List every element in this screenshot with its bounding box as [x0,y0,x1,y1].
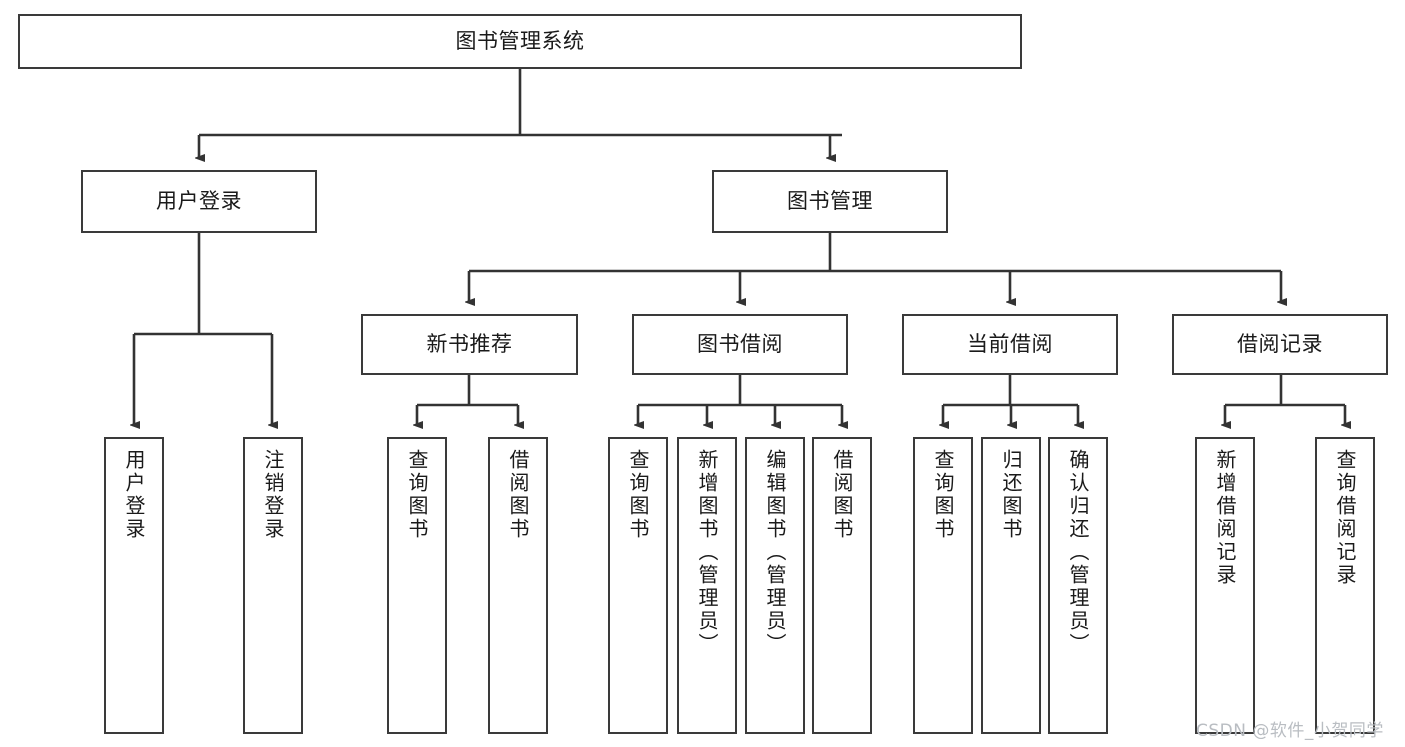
csdn-watermark: CSDN @软件_小贺同学 [1196,721,1384,741]
leaf-node[interactable]: 借阅图书 [812,437,872,734]
leaf-node[interactable]: 查询图书 [913,437,973,734]
leaf-node-label: 用户登录 [122,449,146,541]
leaf-node-label: 注销登录 [261,449,285,541]
edge-new-book-group [417,375,518,425]
node-user-login[interactable]: 用户登录 [81,170,317,233]
leaf-node[interactable]: 归还图书 [981,437,1041,734]
leaf-node-label: 查询图书 [931,449,955,541]
leaf-node-label: 归还图书 [999,449,1023,541]
leaf-node[interactable]: 用户登录 [104,437,164,734]
leaf-node[interactable]: 查询图书 [608,437,668,734]
edge-user-login-group [134,233,272,425]
edge-book-mgmt-group [469,233,1281,302]
node-book-management[interactable]: 图书管理 [712,170,948,233]
node-borrow-record[interactable]: 借阅记录 [1172,314,1388,375]
node-current-borrow-label: 当前借阅 [967,331,1053,356]
node-current-borrow[interactable]: 当前借阅 [902,314,1118,375]
leaf-node[interactable]: 确认归还（管理员） [1048,437,1108,734]
node-book-borrow[interactable]: 图书借阅 [632,314,848,375]
node-book-borrow-label: 图书借阅 [697,331,783,356]
leaf-node[interactable]: 注销登录 [243,437,303,734]
leaf-node-label: 确认归还（管理员） [1066,449,1090,656]
node-book-management-label: 图书管理 [787,188,873,213]
leaf-node-label: 编辑图书（管理员） [763,449,787,656]
edge-current-borrow-group [943,375,1078,425]
node-new-book-recommend[interactable]: 新书推荐 [361,314,578,375]
leaf-node-label: 查询借阅记录 [1333,449,1357,587]
leaf-node[interactable]: 编辑图书（管理员） [745,437,805,734]
leaf-node-label: 新增图书（管理员） [695,449,719,656]
node-root-label: 图书管理系统 [455,28,585,53]
node-borrow-record-label: 借阅记录 [1237,331,1323,356]
leaf-node-label: 查询图书 [405,449,429,541]
node-user-login-label: 用户登录 [156,188,242,213]
edge-borrow-group [638,375,842,425]
leaf-node[interactable]: 查询图书 [387,437,447,734]
leaf-node[interactable]: 新增借阅记录 [1195,437,1255,734]
node-root-system[interactable]: 图书管理系统 [18,14,1022,69]
leaf-node[interactable]: 新增图书（管理员） [677,437,737,734]
leaf-node-label: 借阅图书 [830,449,854,541]
edge-record-group [1225,375,1345,425]
leaf-node[interactable]: 借阅图书 [488,437,548,734]
leaf-node-label: 新增借阅记录 [1213,449,1237,587]
leaf-node-label: 查询图书 [626,449,650,541]
edge-root-to-bus [199,69,842,158]
node-new-book-recommend-label: 新书推荐 [426,331,513,356]
leaf-node[interactable]: 查询借阅记录 [1315,437,1375,734]
leaf-node-label: 借阅图书 [506,449,530,541]
